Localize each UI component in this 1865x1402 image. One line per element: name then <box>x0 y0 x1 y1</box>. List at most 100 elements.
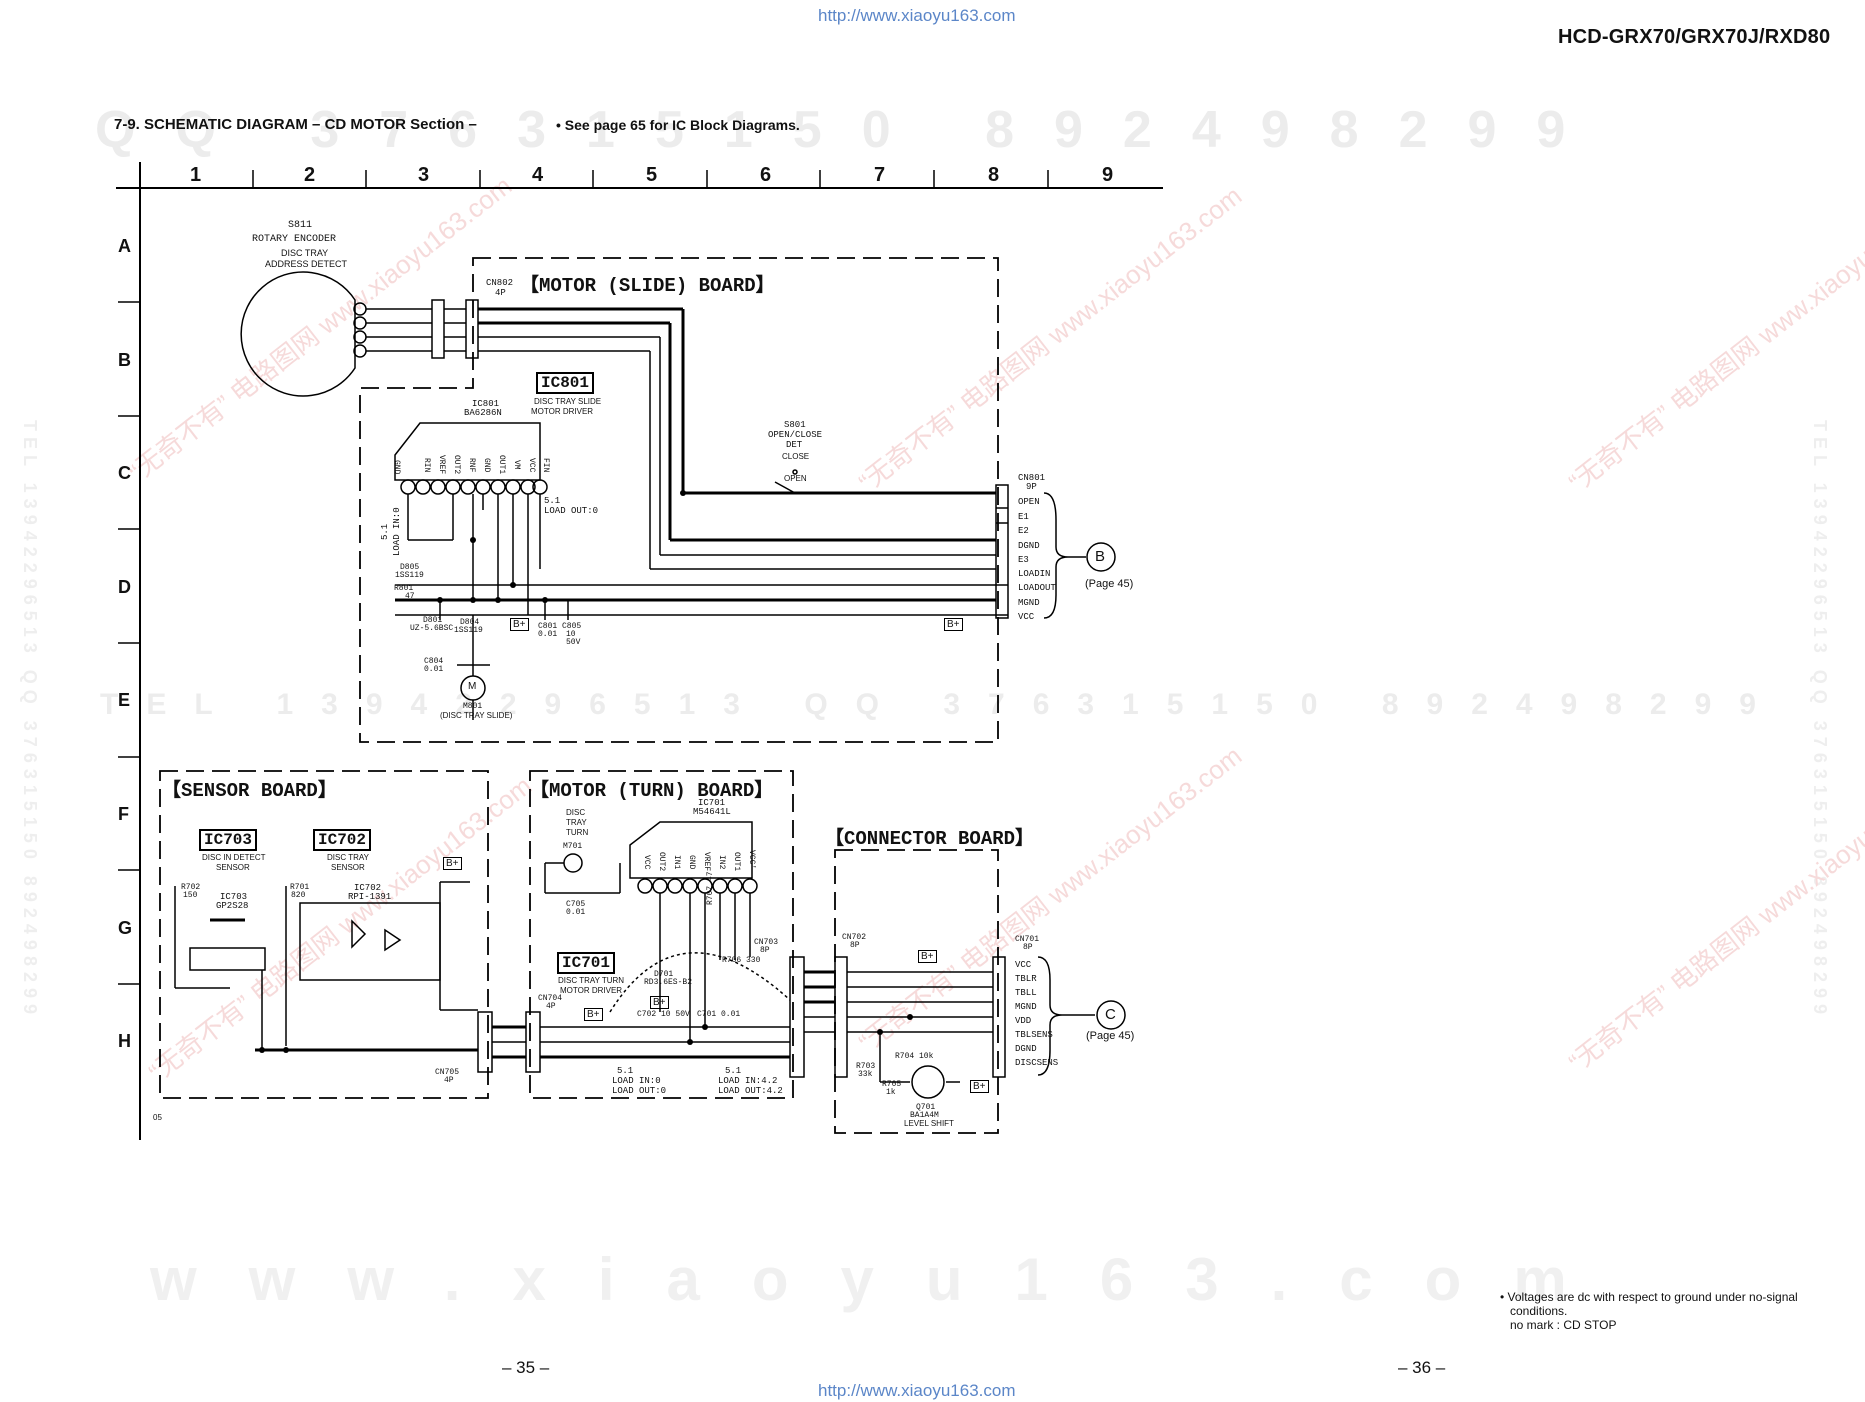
ref-b-label: B <box>1095 548 1106 565</box>
page-ref-b[interactable]: (Page 45) <box>1085 578 1134 590</box>
grid-row-c: C <box>118 463 131 483</box>
s801-det: DET <box>786 440 803 450</box>
ic-block-note: • See page 65 for IC Block Diagrams. <box>556 117 800 133</box>
d801-part: UZ-5.6BSC <box>410 624 454 633</box>
board-title-connector: 【CONNECTOR BOARD】 <box>825 828 1035 850</box>
q701-part: BA1A4M <box>910 1111 939 1120</box>
cn801-pin-e1: E1 <box>1018 512 1029 522</box>
b-plus-turn-1: B+ <box>650 996 669 1009</box>
s811-desc-1: DISC TRAY <box>281 248 329 258</box>
cn702-ref: CN702 <box>842 933 867 942</box>
cn705-pins: 4P <box>444 1076 454 1085</box>
cn701-pin-tblr: TBLR <box>1015 974 1037 984</box>
ic801-desc-2: MOTOR DRIVER <box>531 407 594 416</box>
r706-label: R706 330 <box>722 956 761 965</box>
s811-name: ROTARY ENCODER <box>252 234 337 245</box>
cn701-pin-discsens: DISCSENS <box>1015 1058 1059 1068</box>
ic801-pin-10: FIN <box>541 458 550 473</box>
cn802-ref: CN802 <box>486 278 514 288</box>
ic702-ref: IC702 <box>354 883 382 893</box>
c804-value: 0.01 <box>424 665 444 674</box>
grid-row-h: H <box>118 1031 131 1051</box>
load-label-2-volt: 5.1 <box>544 496 561 506</box>
r801-value: 47 <box>405 592 415 601</box>
d804-part: 1SS119 <box>454 626 483 635</box>
c701-label: C701 0.01 <box>697 1010 741 1019</box>
c801-ref: C801 <box>538 622 558 631</box>
page-number-left: – 35 – <box>502 1358 550 1377</box>
s811-desc-2: ADDRESS DETECT <box>265 259 348 269</box>
page-ref-c[interactable]: (Page 45) <box>1086 1030 1135 1042</box>
voltage-note-1: • Voltages are dc with respect to ground… <box>1500 1290 1798 1304</box>
board-title-motor-slide: 【MOTOR (SLIDE) BOARD】 <box>520 275 775 297</box>
d701-part: RD3.6ES-B2 <box>644 978 693 987</box>
grid-col-4: 4 <box>532 164 544 186</box>
cn701-pins-count: 8P <box>1023 943 1033 952</box>
c804-ref: C804 <box>424 657 444 666</box>
cn701-pin-tblsens: TBLSENS <box>1015 1030 1053 1040</box>
r801-ref: R801 <box>394 584 414 593</box>
s811-ref: S811 <box>288 220 313 231</box>
s801-open: OPEN <box>784 474 807 483</box>
ic801-pin-9: VCC <box>527 458 536 473</box>
ic702-desc-2: SENSOR <box>331 863 365 872</box>
turn-load2-out: LOAD OUT:4.2 <box>718 1086 783 1096</box>
bottom-url[interactable]: http://www.xiaoyu163.com <box>818 1381 1016 1400</box>
grid-col-2: 2 <box>304 164 316 186</box>
watermark-bottom: www.xiaoyu163.com <box>150 1246 1619 1313</box>
cn703-ref: CN703 <box>754 938 779 947</box>
ic801-ref: IC801 <box>472 399 500 409</box>
c705-ref: C705 <box>566 900 586 909</box>
board-title-motor-turn: 【MOTOR (TURN) BOARD】 <box>530 780 774 802</box>
ic801-pin-6: GND <box>482 458 491 473</box>
d805-ref: D805 <box>400 563 420 572</box>
cn702-pins: 8P <box>850 941 860 950</box>
cn701-pin-vdd: VDD <box>1015 1016 1032 1026</box>
b-plus-sensor: B+ <box>443 857 462 870</box>
cn701-ref: CN701 <box>1015 935 1040 944</box>
r702-value: 150 <box>183 891 198 900</box>
turn-load2-in: LOAD IN:4.2 <box>718 1076 778 1086</box>
ic701-box: IC701 <box>557 952 616 974</box>
grid-col-7: 7 <box>874 164 886 186</box>
grid-col-5: 5 <box>646 164 658 186</box>
r705-ref: R705 <box>882 1080 902 1089</box>
model-number: HCD-GRX70/GRX70J/RXD80 <box>1558 26 1831 48</box>
ic801-pin-5: RNF <box>467 458 476 473</box>
turn-load1-out: LOAD OUT:0 <box>612 1086 667 1096</box>
disc-tray-turn-1: DISC <box>566 808 586 817</box>
cn801-pins-count: 9P <box>1026 482 1037 492</box>
ic701-pin-7: OUT1 <box>732 852 741 872</box>
c805-volt: 50V <box>566 638 581 647</box>
ic801-part: BA6286N <box>464 408 502 418</box>
cn701-pin-tbll: TBLL <box>1015 988 1037 998</box>
r707-label: R707 47 <box>706 871 715 905</box>
grid-col-6: 6 <box>760 164 772 186</box>
cn801-pin-loadin: LOADIN <box>1018 569 1051 579</box>
ic701-pin-3: IN1 <box>672 855 681 870</box>
ic701-pin-2: OUT2 <box>657 852 666 872</box>
c805-ref: C805 <box>562 622 582 631</box>
cn801-pin-open: OPEN <box>1018 497 1040 507</box>
ic701-pin-1: VCC <box>642 855 651 870</box>
b-plus-slide-1: B+ <box>510 618 529 631</box>
turn-load1-volt: 5.1 <box>617 1066 634 1076</box>
ic702-box: IC702 <box>313 829 372 851</box>
grid-col-8: 8 <box>988 164 1000 186</box>
top-url[interactable]: http://www.xiaoyu163.com <box>818 6 1016 25</box>
cn801-ref: CN801 <box>1018 473 1046 483</box>
ic801-pin-1: GND <box>392 460 401 475</box>
ic701-desc-1: DISC TRAY TURN <box>558 976 625 985</box>
ic702-part: RPI-1391 <box>348 892 392 902</box>
grid-row-a: A <box>118 236 131 256</box>
r703-value: 33k <box>858 1070 873 1079</box>
cn703-pins: 8P <box>760 946 770 955</box>
q701-ref: Q701 <box>916 1103 936 1112</box>
r701-value: 820 <box>291 891 306 900</box>
load-label-1-volt: 5.1 <box>380 523 390 540</box>
ic801-pin-8: VM <box>512 460 521 470</box>
grid-row-d: D <box>118 577 131 597</box>
r705-value: 1k <box>886 1088 896 1097</box>
s801-close: CLOSE <box>782 452 810 461</box>
